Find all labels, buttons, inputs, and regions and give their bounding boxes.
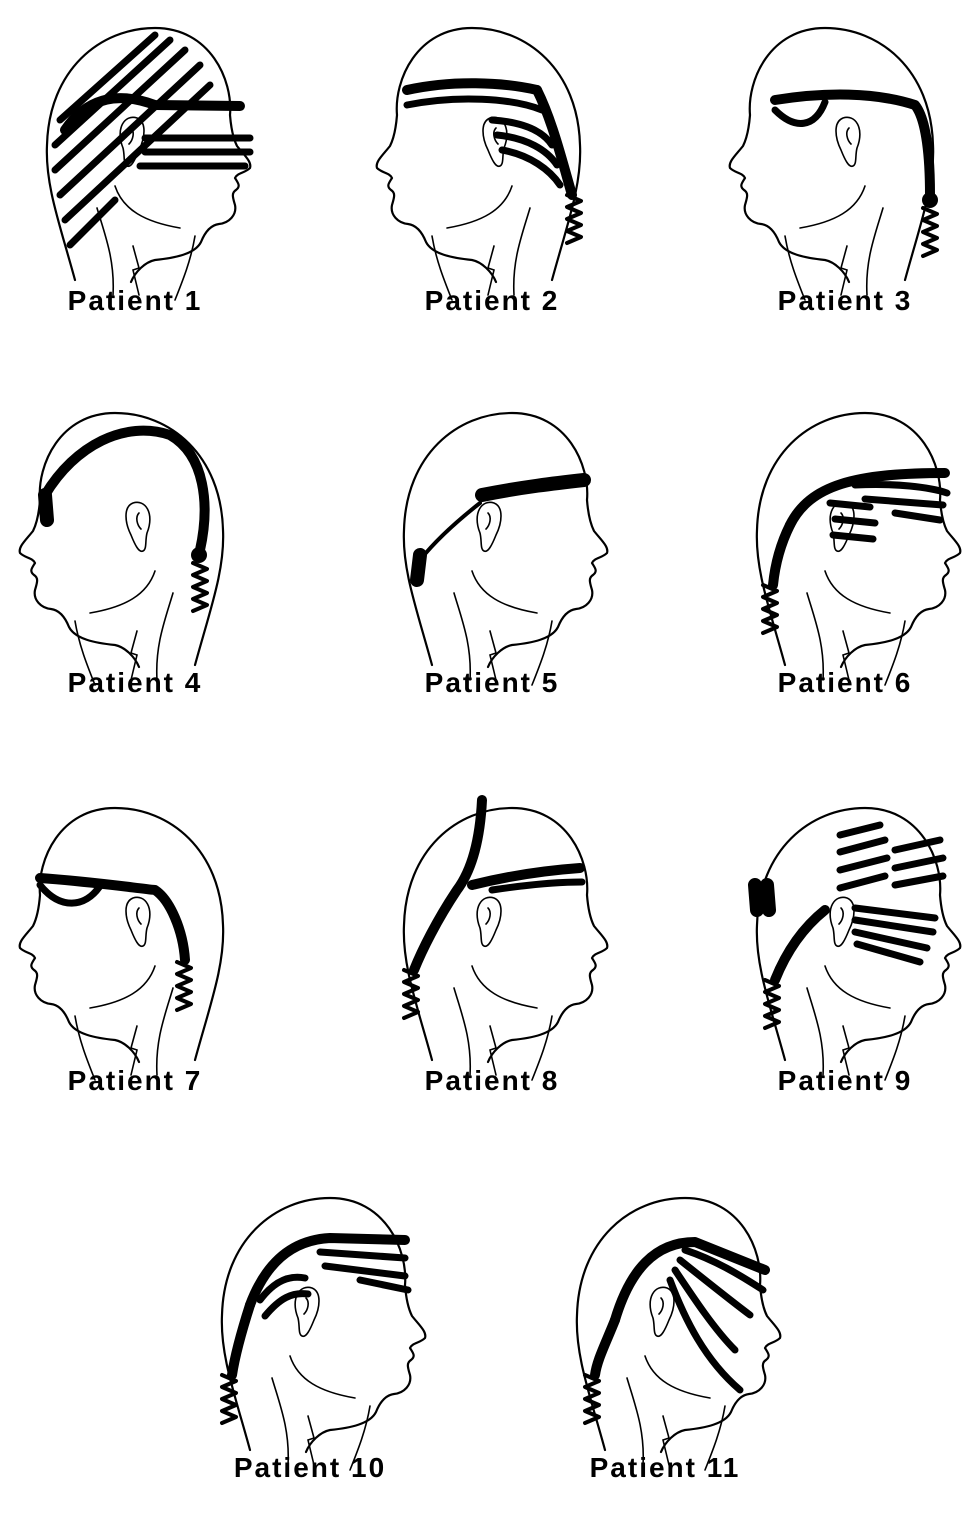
patient-label: Patient 1: [5, 285, 265, 317]
panel-patient-8: Patient 8: [362, 790, 622, 1150]
head-diagram: [5, 10, 265, 300]
head-diagram: [715, 10, 975, 300]
patient-label: Patient 10: [180, 1452, 440, 1484]
panel-patient-9: Patient 9: [715, 790, 975, 1150]
head-diagram: [362, 790, 622, 1080]
head-diagram: [715, 790, 975, 1080]
head-diagram: [5, 790, 265, 1080]
head-diagram: [362, 10, 622, 300]
panel-patient-11: Patient 11: [535, 1180, 795, 1540]
panel-patient-10: Patient 10: [180, 1180, 440, 1540]
patient-label: Patient 11: [535, 1452, 795, 1484]
panel-patient-6: Patient 6: [715, 395, 975, 755]
panel-patient-2: Patient 2: [362, 10, 622, 370]
panel-patient-3: Patient 3: [715, 10, 975, 370]
patient-label: Patient 2: [362, 285, 622, 317]
patient-label: Patient 7: [5, 1065, 265, 1097]
panel-patient-1: Patient 1: [5, 10, 265, 370]
patient-label: Patient 3: [715, 285, 975, 317]
panel-patient-7: Patient 7: [5, 790, 265, 1150]
head-diagram: [715, 395, 975, 685]
head-diagram: [180, 1180, 440, 1470]
patient-label: Patient 8: [362, 1065, 622, 1097]
panel-patient-4: Patient 4: [5, 395, 265, 755]
patient-label: Patient 5: [362, 667, 622, 699]
head-diagram: [535, 1180, 795, 1470]
patient-label: Patient 6: [715, 667, 975, 699]
head-diagram: [362, 395, 622, 685]
panel-patient-5: Patient 5: [362, 395, 622, 755]
patient-label: Patient 4: [5, 667, 265, 699]
patient-label: Patient 9: [715, 1065, 975, 1097]
head-diagram: [5, 395, 265, 685]
